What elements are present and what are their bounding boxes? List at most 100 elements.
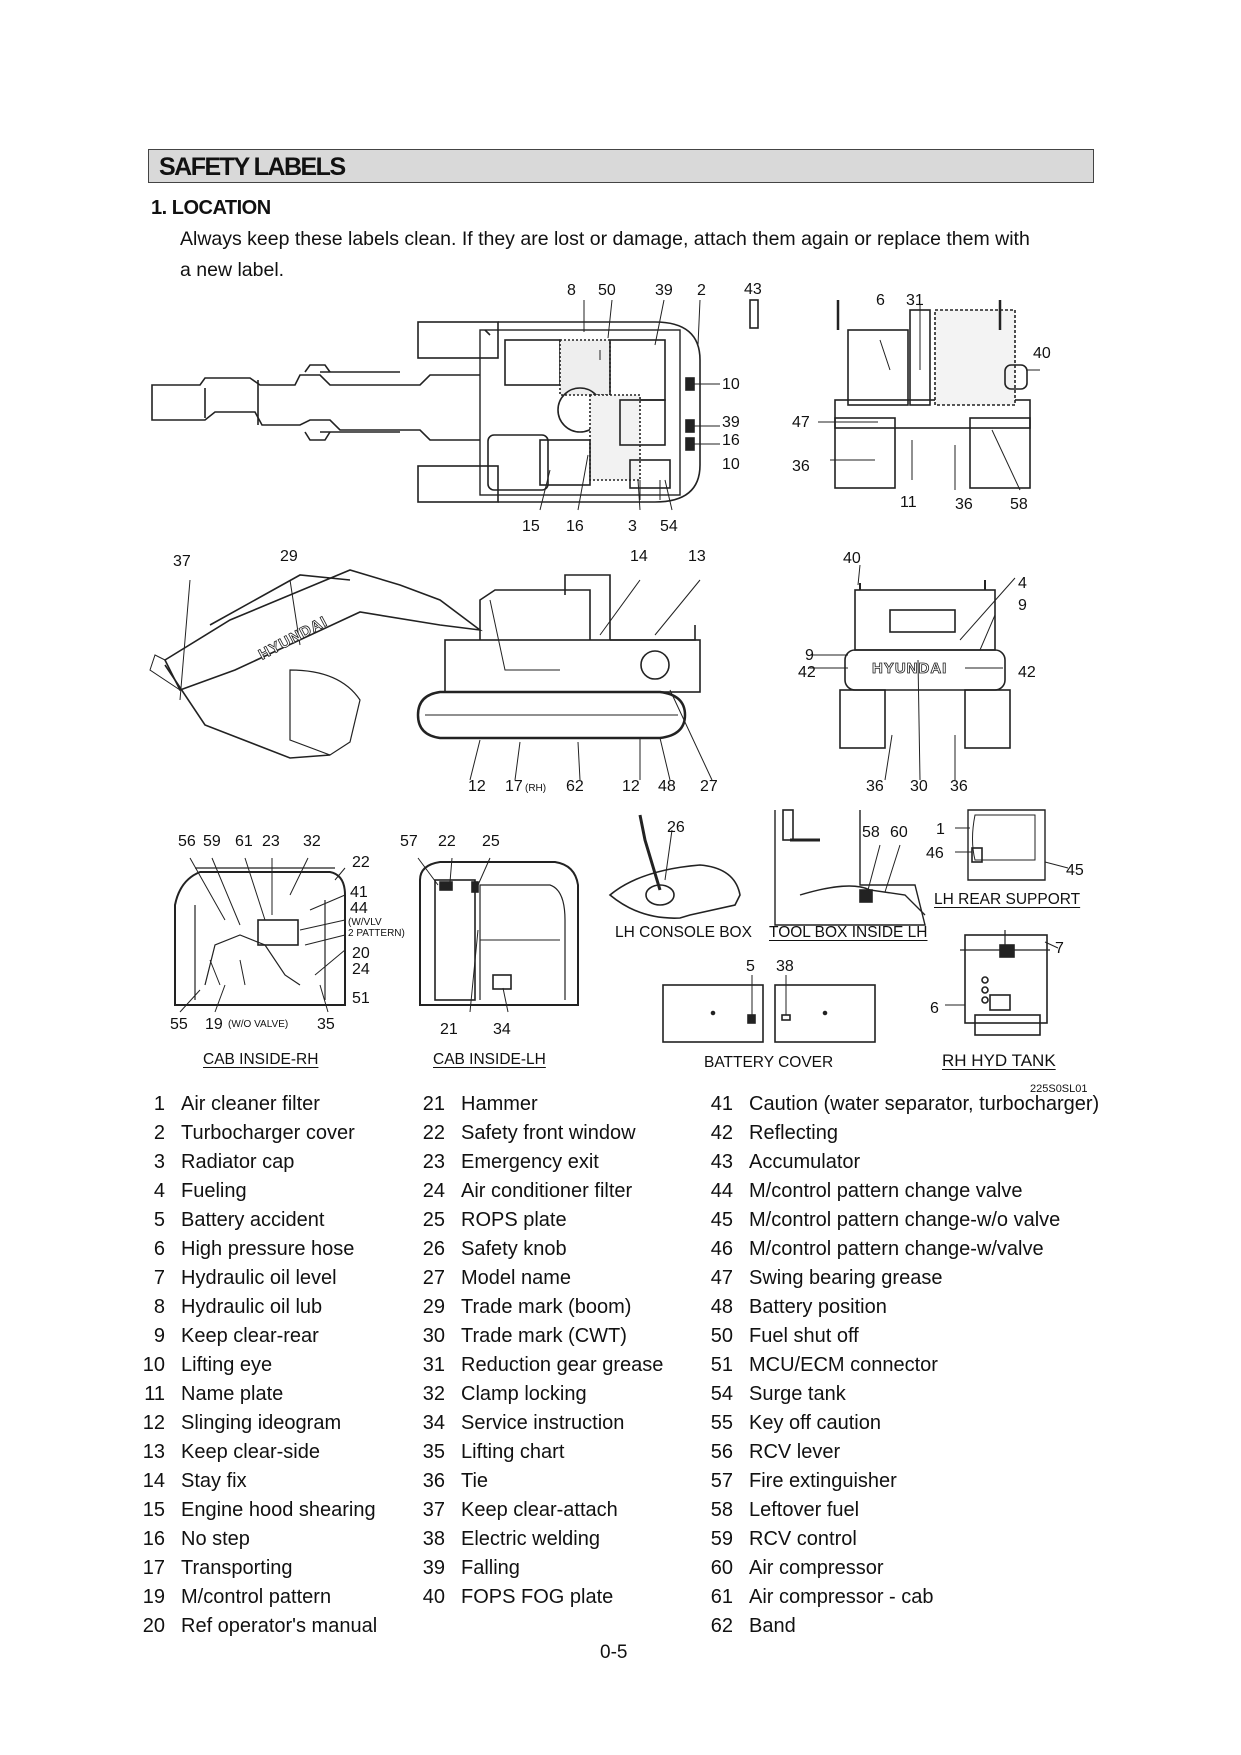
svg-text:9: 9 <box>805 647 814 664</box>
console-box-diagram <box>608 814 741 919</box>
svg-text:46: 46 <box>926 845 944 862</box>
legend-item-text: Reflecting <box>749 1122 838 1144</box>
console-box-labels: 26 <box>667 819 685 836</box>
instructions-line-1: Always keep these labels clean. If they … <box>180 228 1030 250</box>
boom-brand-text: HYUNDAI <box>256 613 331 663</box>
svg-text:10: 10 <box>722 376 740 393</box>
legend-item-text: Key off caution <box>749 1412 881 1434</box>
legend-item-number: 6 <box>153 1238 165 1260</box>
legend-item-text: Air cleaner filter <box>181 1093 320 1115</box>
legend-item-text: M/control pattern <box>181 1586 332 1608</box>
svg-text:43: 43 <box>744 281 762 298</box>
svg-text:58: 58 <box>1010 496 1028 513</box>
legend-item-text: Trade mark (CWT) <box>461 1325 627 1347</box>
legend-item-number: 22 <box>422 1122 445 1144</box>
svg-text:27: 27 <box>700 778 718 795</box>
section-title: 1. LOCATION <box>151 197 271 219</box>
legend-item-number: 12 <box>142 1412 165 1434</box>
legend-item-number: 11 <box>144 1383 165 1405</box>
instructions-line-2: a new label. <box>180 259 285 281</box>
cab-inside-lh-labels: 57 22 25 21 34 <box>400 833 511 1038</box>
svg-text:42: 42 <box>1018 664 1036 681</box>
svg-text:39: 39 <box>655 282 673 299</box>
svg-text:47: 47 <box>792 414 810 431</box>
legend-item-text: M/control pattern change-w/valve <box>749 1238 1044 1260</box>
legend-item-text: Keep clear-rear <box>181 1325 319 1347</box>
legend-item-text: Lifting eye <box>181 1354 273 1376</box>
legend-item-number: 56 <box>710 1441 733 1463</box>
svg-text:40: 40 <box>843 550 861 567</box>
legend-item-number: 14 <box>142 1470 165 1492</box>
legend-item-number: 51 <box>710 1354 733 1376</box>
caption-rh-hyd-tank: RH HYD TANK <box>942 1051 1056 1070</box>
legend-item-text: No step <box>181 1528 250 1550</box>
legend-item-text: Leftover fuel <box>749 1499 860 1521</box>
legend-item-number: 24 <box>422 1180 445 1202</box>
svg-text:2: 2 <box>697 282 706 299</box>
svg-text:25: 25 <box>482 833 500 850</box>
caption-battery-cover: BATTERY COVER <box>704 1054 834 1071</box>
svg-text:26: 26 <box>667 819 685 836</box>
legend-item-text: Surge tank <box>749 1383 846 1405</box>
hyd-tank-labels: 7 6 <box>930 940 1064 1017</box>
svg-text:57: 57 <box>400 833 418 850</box>
svg-text:44: 44 <box>350 900 368 917</box>
front-view-labels: 40 4 9 9 42 42 36 30 36 HYUNDAI <box>798 550 1036 795</box>
legend-item-number: 27 <box>422 1267 445 1289</box>
legend-item-text: Transporting <box>181 1557 293 1579</box>
legend-item-number: 29 <box>422 1296 445 1318</box>
legend-item-number: 55 <box>710 1412 733 1434</box>
legend-item-number: 3 <box>153 1151 165 1173</box>
legend-item-number: 40 <box>422 1586 445 1608</box>
svg-text:21: 21 <box>440 1021 458 1038</box>
toolbox-diagram <box>774 809 926 926</box>
svg-text:36: 36 <box>950 778 968 795</box>
legend-item-number: 1 <box>153 1093 165 1115</box>
legend-item-text: Fire extinguisher <box>749 1470 897 1492</box>
svg-text:1: 1 <box>936 821 945 838</box>
legend-item-number: 9 <box>153 1325 165 1347</box>
caption-cab-inside-rh: CAB INSIDE-RH <box>203 1051 319 1068</box>
legend-item-number: 17 <box>142 1557 165 1579</box>
svg-text:(W/VLV: (W/VLV <box>348 917 382 928</box>
svg-text:14: 14 <box>630 548 648 565</box>
legend-item-text: Safety knob <box>461 1238 567 1260</box>
legend-item-text: Reduction gear grease <box>461 1354 664 1376</box>
legend-item-number: 25 <box>422 1209 445 1231</box>
svg-text:29: 29 <box>280 548 298 565</box>
svg-text:45: 45 <box>1066 862 1084 879</box>
svg-text:22: 22 <box>438 833 456 850</box>
legend-item-number: 59 <box>710 1528 733 1550</box>
top-view-diagram <box>151 299 759 511</box>
top-view-labels: 8 50 39 2 43 10 39 16 10 15 16 3 54 <box>522 281 762 535</box>
legend-item-text: Emergency exit <box>461 1151 599 1173</box>
legend-item-number: 8 <box>153 1296 165 1318</box>
svg-text:62: 62 <box>566 778 584 795</box>
legend-item-number: 57 <box>710 1470 733 1492</box>
svg-text:36: 36 <box>955 496 973 513</box>
legend-item-text: Hammer <box>461 1093 538 1115</box>
rear-support-diagram <box>955 809 1069 881</box>
svg-text:38: 38 <box>776 958 794 975</box>
svg-text:12: 12 <box>622 778 640 795</box>
legend-item-number: 45 <box>710 1209 733 1231</box>
svg-text:10: 10 <box>722 456 740 473</box>
svg-text:51: 51 <box>352 990 370 1007</box>
svg-text:41: 41 <box>350 884 368 901</box>
legend-item-text: M/control pattern change valve <box>749 1180 1023 1202</box>
svg-text:24: 24 <box>352 961 370 978</box>
legend-item-text: Battery position <box>749 1296 887 1318</box>
svg-text:35: 35 <box>317 1016 335 1033</box>
svg-text:17: 17 <box>505 778 523 795</box>
legend-item-text: Model name <box>461 1267 572 1289</box>
svg-text:13: 13 <box>688 548 706 565</box>
legend-item-number: 34 <box>422 1412 445 1434</box>
legend-item-number: 31 <box>422 1354 445 1376</box>
legend-item-text: Fuel shut off <box>749 1325 859 1347</box>
legend-item-text: Accumulator <box>749 1151 861 1173</box>
legend-item-text: Keep clear-attach <box>461 1499 618 1521</box>
legend-item-text: Service instruction <box>461 1412 625 1434</box>
legend-item-number: 38 <box>422 1528 445 1550</box>
legend-item-text: Swing bearing grease <box>749 1267 943 1289</box>
hyd-tank-diagram <box>945 930 1059 1036</box>
